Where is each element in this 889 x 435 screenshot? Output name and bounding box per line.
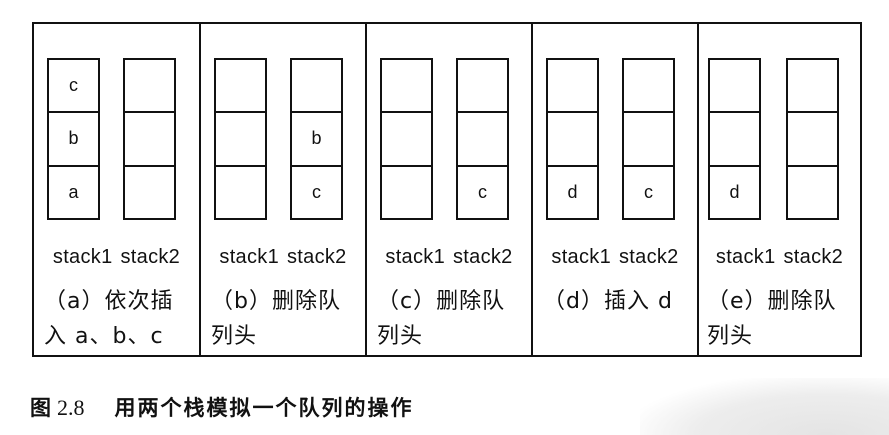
caption-line: 列头 [377, 324, 424, 349]
stack-cell: c [478, 181, 487, 202]
stack-cell [458, 113, 507, 167]
stack1-column [214, 58, 267, 220]
stack-cell [382, 113, 431, 167]
stack-cell: a [68, 181, 79, 202]
stack1-column: d [708, 58, 761, 220]
stack-cell: b [292, 113, 341, 167]
stack1-label: stack1 [551, 246, 611, 268]
panel-caption: （c）删除队 列头 [377, 284, 529, 354]
stack2-label: stack2 [619, 246, 679, 268]
stack1-label: stack1 [52, 246, 113, 268]
stack-labels: stack1 stack2 [533, 245, 697, 269]
stack-cell [382, 167, 431, 218]
figure-frame: c b a stack1 stack2 （a）依次插 入 a、b、c b c [32, 22, 862, 357]
stack-cell [548, 113, 597, 167]
stack2-label: stack2 [453, 246, 513, 268]
stack-labels: stack1 stack2 [201, 245, 365, 269]
panel-caption: （b）删除队 列头 [211, 284, 363, 354]
panel-caption: （a）依次插 入 a、b、c [44, 284, 197, 354]
stack-cell [788, 167, 837, 218]
stack-cell: c [49, 60, 98, 114]
stack-cell [292, 60, 341, 114]
stack-cell: d [567, 181, 578, 202]
stack-cell [216, 113, 265, 167]
caption-line: 入 a、b、c [44, 324, 164, 349]
stack-cell [624, 113, 673, 167]
stack-cell [458, 60, 507, 114]
stack2-label: stack2 [120, 246, 181, 268]
figure-title: 用两个栈模拟一个队列的操作 [114, 396, 414, 420]
panel-e: d stack1 stack2 （e）删除队 列头 [699, 24, 860, 355]
panel-caption: （d）插入 d [543, 284, 695, 319]
caption-line: 列头 [707, 324, 754, 349]
stack-labels: stack1 stack2 [699, 245, 860, 269]
caption-line: （c）删除队 [377, 289, 506, 314]
stack1-label: stack1 [219, 246, 279, 268]
panel-a: c b a stack1 stack2 （a）依次插 入 a、b、c [34, 24, 201, 355]
stack-cell [624, 60, 673, 114]
stack-cell [125, 60, 174, 114]
stack-labels: stack1 stack2 [34, 245, 199, 269]
stack1-column: c b a [47, 58, 100, 220]
stack-cell [216, 167, 265, 218]
stack-cell [216, 60, 265, 114]
stack1-column: d [546, 58, 599, 220]
scan-shadow [640, 378, 889, 435]
figure-number: 2.8 [57, 395, 85, 420]
stack-cell: c [644, 181, 653, 202]
stack2-label: stack2 [783, 246, 844, 268]
stack-labels: stack1 stack2 [367, 245, 531, 269]
caption-line: （e）删除队 [707, 289, 837, 314]
stack2-column: b c [290, 58, 343, 220]
stack1-column [380, 58, 433, 220]
caption-line: （a）依次插 [44, 289, 174, 314]
stack-cell [548, 60, 597, 114]
stack-cell: c [312, 181, 321, 202]
panel-d: d c stack1 stack2 （d）插入 d [533, 24, 699, 355]
stack-cell [382, 60, 431, 114]
caption-line: （d）插入 d [543, 289, 673, 314]
caption-line: （b）删除队 [211, 289, 341, 314]
stack2-column: c [456, 58, 509, 220]
stack2-column: c [622, 58, 675, 220]
stack-cell: d [729, 181, 740, 202]
stack2-column [123, 58, 176, 220]
panel-c: c stack1 stack2 （c）删除队 列头 [367, 24, 533, 355]
figure-label: 图 [30, 396, 51, 420]
stack-cell: b [49, 113, 98, 167]
stack1-label: stack1 [385, 246, 445, 268]
caption-line: 列头 [211, 324, 258, 349]
stack-cell [788, 60, 837, 114]
stack-cell [710, 113, 759, 167]
stack-cell [125, 113, 174, 167]
stack2-column [786, 58, 839, 220]
stack-cell [710, 60, 759, 114]
stack-cell [125, 167, 174, 218]
stack2-label: stack2 [287, 246, 347, 268]
stack1-label: stack1 [715, 246, 776, 268]
stack-cell [788, 113, 837, 167]
panel-b: b c stack1 stack2 （b）删除队 列头 [201, 24, 367, 355]
panel-caption: （e）删除队 列头 [707, 284, 858, 354]
